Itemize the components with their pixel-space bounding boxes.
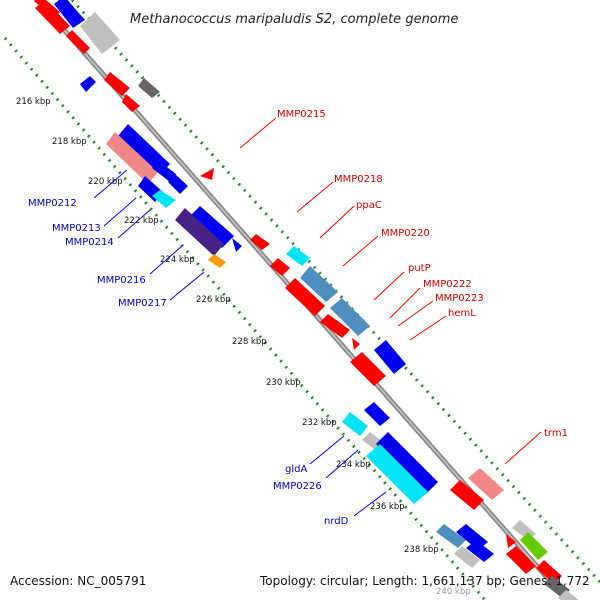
gene-feature (506, 546, 536, 574)
reverse-gene-labels: MMP0212 MMP0213 MMP0214 MMP0216 MMP0217 … (28, 169, 387, 527)
leader-line (342, 235, 379, 267)
gene-feature (175, 208, 224, 256)
accession-text: Accession: NC_005791 (10, 574, 147, 588)
leader-line (325, 449, 359, 479)
gc-guide-outer (3, 37, 487, 600)
gene-feature (450, 480, 484, 510)
gene-label-trm1[interactable]: trm1 (544, 428, 568, 439)
gene-label-mmp0216[interactable]: MMP0216 (97, 275, 146, 286)
tick-216: 216 kbp (16, 97, 51, 107)
gene-feature (352, 338, 360, 350)
gene-label-mmp0218[interactable]: MMP0218 (334, 174, 383, 185)
leader-line (149, 245, 183, 275)
gene-label-mmp0222[interactable]: MMP0222 (423, 279, 472, 290)
gene-feature (520, 532, 548, 560)
tick-234: 234 kbp (336, 460, 371, 470)
tick-220: 220 kbp (88, 177, 123, 187)
map-title: Methanococcus maripaludis S2, complete g… (130, 12, 458, 27)
genome-track (3, 0, 600, 600)
leader-line (117, 209, 151, 239)
gene-feature (54, 0, 85, 28)
tick-236: 236 kbp (370, 502, 405, 512)
gene-feature (232, 238, 242, 252)
gene-feature (168, 174, 188, 194)
gene-label-mmp0223[interactable]: MMP0223 (435, 293, 484, 304)
gene-feature (35, 0, 70, 34)
gene-feature (342, 412, 368, 436)
gene-label-putp[interactable]: putP (408, 263, 431, 274)
gene-label-heml[interactable]: hemL (448, 308, 476, 319)
tick-230: 230 kbp (266, 378, 301, 388)
gene-feature (468, 468, 504, 500)
tick-224: 224 kbp (160, 255, 195, 265)
gene-label-mmp0214[interactable]: MMP0214 (65, 237, 114, 248)
leader-line (353, 491, 387, 517)
leader-line (373, 271, 405, 301)
leader-line (319, 205, 355, 239)
gene-feature (320, 314, 350, 338)
tick-222: 222 kbp (124, 216, 159, 226)
tick-labels: 216 kbp 218 kbp 220 kbp 222 kbp 224 kbp … (16, 97, 471, 597)
forward-gene-labels: MMP0215 MMP0218 ppaC MMP0220 putP MMP022… (239, 109, 568, 465)
gene-feature (80, 76, 96, 92)
gene-feature (330, 298, 370, 336)
gene-label-nrdd[interactable]: nrdD (324, 516, 349, 527)
gene-label-mmp0212[interactable]: MMP0212 (28, 198, 77, 209)
gene-feature (300, 266, 338, 302)
gene-feature (138, 78, 160, 98)
topology-text: Topology: circular; Length: 1,661,137 bp… (260, 574, 590, 588)
gene-label-mmp0213[interactable]: MMP0213 (52, 223, 101, 234)
tick-218: 218 kbp (52, 137, 87, 147)
tick-232: 232 kbp (302, 418, 337, 428)
leader-line (239, 117, 277, 149)
gene-label-mmp0215[interactable]: MMP0215 (277, 109, 326, 120)
gene-feature (208, 254, 226, 268)
gene-label-mmp0220[interactable]: MMP0220 (381, 228, 430, 239)
leader-line (296, 181, 334, 213)
gene-label-mmp0226[interactable]: MMP0226 (273, 481, 322, 492)
gene-feature (466, 540, 494, 562)
gene-feature (152, 160, 176, 182)
leader-line (103, 197, 137, 227)
gene-feature (454, 546, 480, 568)
tick-226: 226 kbp (196, 295, 231, 305)
gene-label-ppac[interactable]: ppaC (356, 200, 382, 211)
gene-feature (270, 258, 290, 276)
gene-feature (152, 190, 176, 208)
gene-feature (558, 590, 579, 600)
gene-feature (200, 168, 214, 180)
gene-feature (506, 534, 516, 548)
gene-feature (106, 132, 158, 184)
gene-feature (80, 12, 120, 54)
leader-line (397, 300, 434, 327)
gene-feature (366, 444, 428, 504)
leader-line (93, 169, 128, 199)
gene-feature (436, 524, 466, 548)
tick-238: 238 kbp (404, 545, 439, 555)
gene-feature (188, 206, 234, 248)
leader-line (389, 287, 421, 319)
tick-228: 228 kbp (232, 337, 267, 347)
gene-feature (104, 72, 130, 96)
leader-line (169, 271, 205, 301)
gene-label-glda[interactable]: gldA (285, 464, 307, 475)
gene-feature (374, 340, 406, 374)
leader-line (309, 435, 345, 465)
gene-feature (376, 432, 438, 494)
gene-feature (66, 30, 90, 54)
gene-feature (364, 402, 390, 426)
gene-feature (122, 94, 140, 112)
leader-line (409, 315, 447, 341)
gene-feature (285, 278, 325, 316)
tick-240: 240 kbp (436, 587, 471, 597)
leader-line (504, 431, 542, 465)
gene-feature (536, 560, 562, 584)
gene-feature (250, 234, 270, 250)
gene-feature (350, 352, 386, 386)
gene-feature (286, 246, 310, 266)
gene-label-mmp0217[interactable]: MMP0217 (118, 298, 167, 309)
